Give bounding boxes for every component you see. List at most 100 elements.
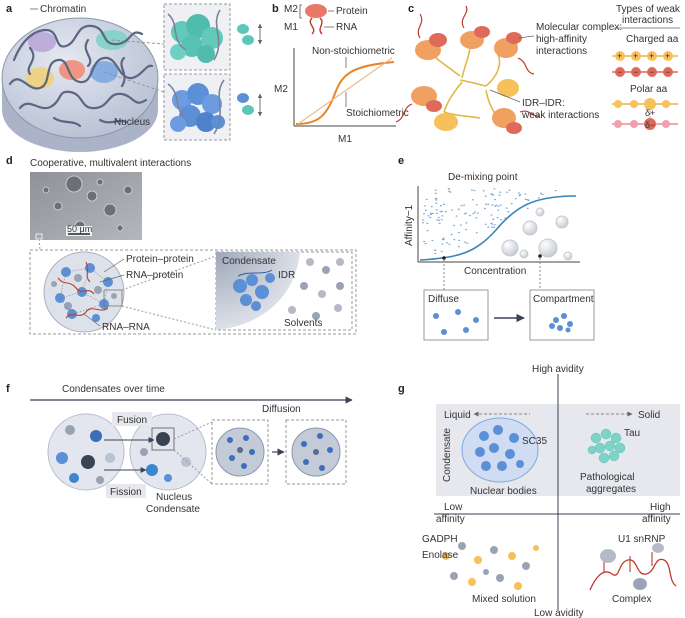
solvent-molecules [288,258,344,320]
diffuse-dot [490,194,493,196]
panel-f: f Condensates over time Fusion Fission N… [6,383,353,515]
panel-a: a Chromatin Nucleus [1,3,263,152]
diffuse-dot [440,205,442,207]
diffuse-dot [425,198,428,200]
diffuse-dot [435,202,438,204]
delta-minus: δ− [645,120,655,130]
f-zoom-box-2 [285,419,347,485]
u1-snrnp-complex [589,543,677,591]
diffuse-dot [493,188,496,190]
panel-letter-g: g [398,383,405,395]
diffuse-dot [441,239,444,241]
zoom-line-bottom [103,71,165,93]
diffuse-dot [541,193,544,196]
diffuse-dot [426,222,429,224]
diffuse-dot [475,217,478,219]
label-rna-rna: RNA–RNA [102,322,150,333]
diffuse-dot [441,243,444,245]
diffuse-dot [451,209,453,211]
diffuse-dot [423,213,425,215]
diffuse-dot [423,240,426,243]
diffuse-dot [465,212,467,214]
diffuse-dot [434,189,437,191]
plus-sign: + [617,51,622,61]
delta-plus: δ+ [645,108,655,118]
protein-glyph [305,4,327,18]
label-m1-top: M1 [284,22,298,33]
diffuse-dot [518,192,520,194]
diffuse-dot [494,205,497,207]
diffuse-dot [526,207,529,209]
label-fission: Fission [110,487,142,498]
compartment-molecules [549,313,573,333]
diffuse-dot [463,213,466,215]
label-time: Condensates over time [62,384,165,395]
diffuse-dot [441,215,444,217]
f-zoom-box-1 [211,419,269,485]
diffuse-dot [469,215,471,217]
diffuse-dot [492,218,495,220]
diffuse-dot [422,219,424,221]
diffuse-dot [487,226,490,228]
diffuse-dot [442,238,445,240]
plus-sign: + [649,51,654,61]
label-diffusion: Diffusion [262,404,301,415]
diffuse-dot [448,188,450,190]
diffuse-molecules [433,309,479,335]
nucleus-1-condensates [56,425,115,484]
label-idr-2: weak interactions [521,110,599,121]
diffuse-dot [431,239,434,242]
label-condensate-f: Condensate [146,504,200,515]
nucleus-2-condensates [140,432,191,482]
label-solid: Solid [638,410,660,421]
diffuse-dot [493,224,496,226]
diffuse-dot [438,222,441,224]
label-high-affinity-2: affinity [642,514,671,525]
label-protein-protein: Protein–protein [126,254,194,265]
diffuse-dot [425,209,427,211]
label-diffuse: Diffuse [428,294,459,305]
condensate-contents [51,261,117,322]
diffuse-dot [443,203,445,205]
diffuse-dot [519,194,522,196]
minus-sign: − [665,67,670,77]
diffuse-dot [500,219,503,221]
blue-cluster [167,79,225,135]
label-complex-g: Complex [612,594,651,605]
diffuse-dots [422,188,565,254]
label-solvents: Solvents [284,318,322,329]
diffuse-dot [510,203,513,205]
e-y-label: Affinity−1 [404,204,415,246]
chromatin-fibres [8,24,154,128]
diffuse-dot [464,241,466,243]
label-rna: RNA [336,22,357,33]
label-m2-top: M2 [284,4,298,15]
diffuse-dot [524,198,527,200]
teal-cluster [167,9,223,63]
diffuse-dot [504,217,507,219]
diffuse-dot [490,193,493,195]
diffuse-dot [448,243,451,245]
diffuse-dot [437,216,440,219]
idr-network [435,47,501,119]
label-complex-1: Molecular complex: [536,22,622,33]
label-low-avidity: Low avidity [534,608,583,618]
diffuse-dot [498,194,501,196]
diffuse-dot [424,243,427,245]
nuclear-body-proteins [475,425,524,471]
fission-tag [106,484,146,498]
label-nucleus: Nucleus [114,117,150,128]
diffuse-dot [460,205,463,207]
chromatin-domain-purple [28,32,56,52]
diffuse-dot [427,215,430,217]
b-y-label: M2 [274,84,288,95]
diffuse-dot [440,219,443,221]
panel-c: c [395,3,681,134]
diffuse-dot [459,224,462,226]
diffuse-dot [434,192,437,194]
panel-letter-e: e [398,155,404,167]
diffuse-dot [493,226,495,228]
diffuse-dot [434,198,437,200]
panel-letter-d: d [6,155,13,167]
diffuse-dot [435,209,438,211]
